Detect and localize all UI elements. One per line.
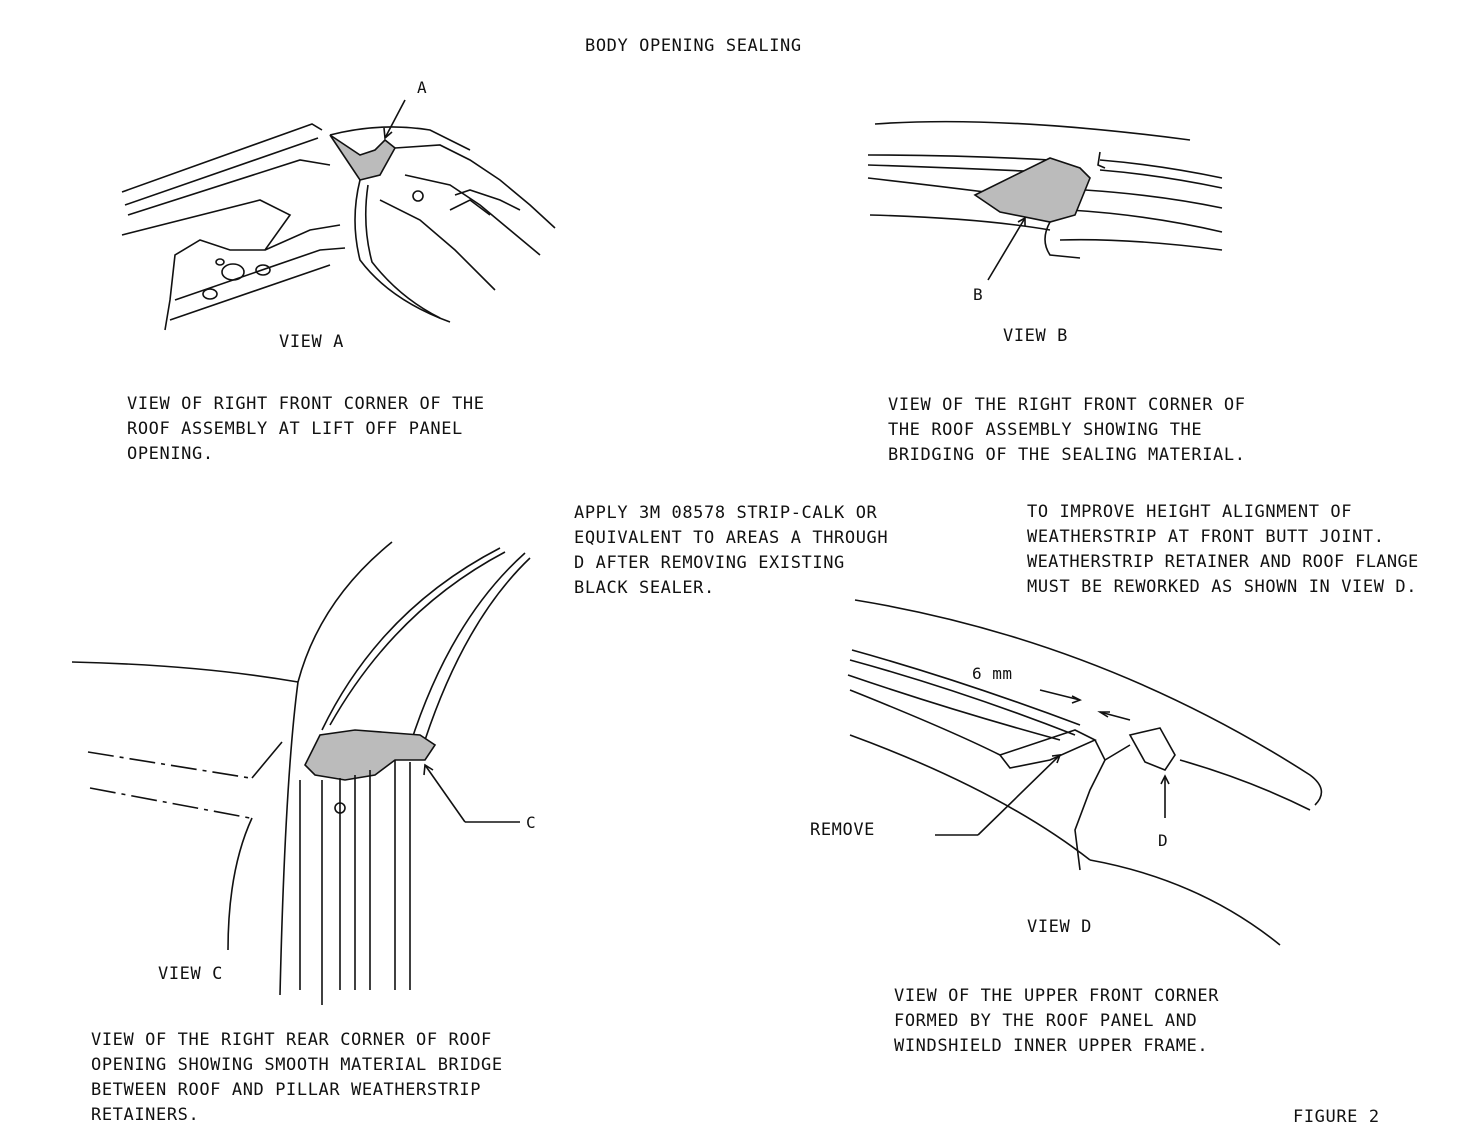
instruction-line: BLACK SEALER. xyxy=(574,578,715,598)
callout-b: B xyxy=(973,285,984,304)
caption-line: VIEW OF THE RIGHT FRONT CORNER OF xyxy=(888,395,1246,415)
caption-line: OPENING. xyxy=(127,444,214,464)
callout-a: A xyxy=(417,78,428,97)
view-a-drawing xyxy=(121,99,556,331)
alignment-instruction: TO IMPROVE HEIGHT ALIGNMENT OF WEATHERST… xyxy=(1027,500,1419,600)
apply-instruction: APPLY 3M 08578 STRIP-CALK OR EQUIVALENT … xyxy=(574,501,888,601)
caption-line: VIEW OF THE RIGHT REAR CORNER OF ROOF xyxy=(91,1030,492,1050)
instruction-line: MUST BE REWORKED AS SHOWN IN VIEW D. xyxy=(1027,577,1418,597)
instruction-line: WEATHERSTRIP RETAINER AND ROOF FLANGE xyxy=(1027,552,1419,572)
callout-c: C xyxy=(526,813,537,832)
view-c-drawing xyxy=(71,541,531,1005)
view-b-caption: VIEW OF THE RIGHT FRONT CORNER OF THE RO… xyxy=(888,393,1246,468)
caption-line: ROOF ASSEMBLY AT LIFT OFF PANEL xyxy=(127,419,463,439)
instruction-line: WEATHERSTRIP AT FRONT BUTT JOINT. xyxy=(1027,527,1385,547)
callout-d: D xyxy=(1158,831,1169,850)
view-d-caption: VIEW OF THE UPPER FRONT CORNER FORMED BY… xyxy=(894,984,1219,1059)
figure-label: FIGURE 2 xyxy=(1293,1107,1380,1127)
view-c-label: VIEW C xyxy=(158,964,224,984)
view-d-label: VIEW D xyxy=(1027,917,1093,937)
caption-line: FORMED BY THE ROOF PANEL AND xyxy=(894,1011,1198,1031)
instruction-line: D AFTER REMOVING EXISTING xyxy=(574,553,845,573)
caption-line: VIEW OF RIGHT FRONT CORNER OF THE xyxy=(127,394,485,414)
page-title: BODY OPENING SEALING xyxy=(585,36,802,56)
caption-line: VIEW OF THE UPPER FRONT CORNER xyxy=(894,986,1220,1006)
caption-line: BETWEEN ROOF AND PILLAR WEATHERSTRIP xyxy=(91,1080,482,1100)
view-d-drawing xyxy=(847,599,1323,946)
instruction-line: TO IMPROVE HEIGHT ALIGNMENT OF xyxy=(1027,502,1353,522)
caption-line: BRIDGING OF THE SEALING MATERIAL. xyxy=(888,445,1246,465)
view-b-drawing xyxy=(867,120,1223,281)
caption-line: WINDSHIELD INNER UPPER FRAME. xyxy=(894,1036,1209,1056)
caption-line: RETAINERS. xyxy=(91,1105,200,1125)
view-a-caption: VIEW OF RIGHT FRONT CORNER OF THE ROOF A… xyxy=(127,392,485,467)
view-a-label: VIEW A xyxy=(279,332,345,352)
remove-label: REMOVE xyxy=(810,820,876,840)
instruction-line: EQUIVALENT TO AREAS A THROUGH xyxy=(574,528,889,548)
view-c-caption: VIEW OF THE RIGHT REAR CORNER OF ROOF OP… xyxy=(91,1028,503,1128)
caption-line: OPENING SHOWING SMOOTH MATERIAL BRIDGE xyxy=(91,1055,503,1075)
caption-line: THE ROOF ASSEMBLY SHOWING THE xyxy=(888,420,1203,440)
instruction-line: APPLY 3M 08578 STRIP-CALK OR xyxy=(574,503,878,523)
view-b-label: VIEW B xyxy=(1003,326,1069,346)
dimension-label: 6 mm xyxy=(972,664,1013,683)
